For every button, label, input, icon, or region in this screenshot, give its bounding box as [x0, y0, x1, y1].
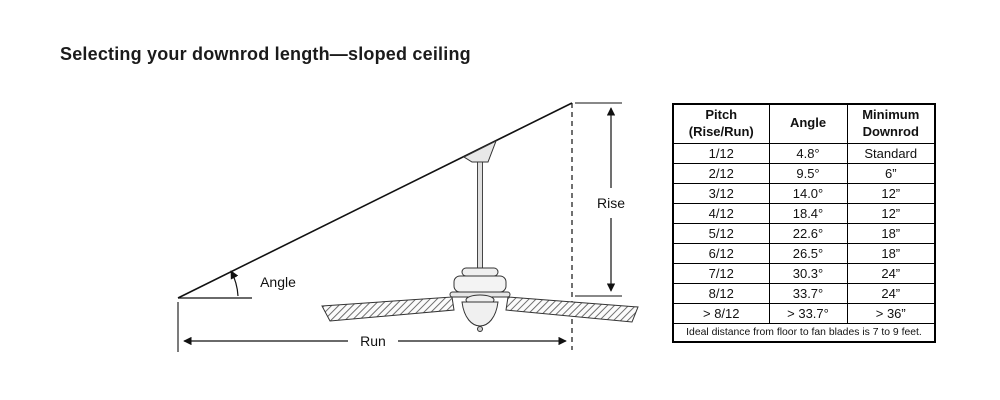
- cell-downrod: 18”: [846, 222, 936, 244]
- cell-pitch: 2/12: [672, 162, 770, 184]
- cell-downrod: 12”: [846, 182, 936, 204]
- cell-angle: 4.8°: [768, 142, 848, 164]
- table-row: 4/12 18.4° 12”: [672, 202, 936, 224]
- cell-pitch: > 8/12: [672, 302, 770, 324]
- ceiling-fan-illustration: [321, 139, 639, 332]
- table-header: Pitch (Rise/Run) Angle Minimum Downrod: [672, 103, 936, 144]
- table-row: 3/12 14.0° 12”: [672, 182, 936, 204]
- cell-angle: 26.5°: [768, 242, 848, 264]
- fan-finial: [477, 326, 483, 332]
- table-row: 1/12 4.8° Standard: [672, 142, 936, 164]
- fan-motor-cap: [461, 267, 499, 277]
- cell-angle: > 33.7°: [768, 302, 848, 324]
- run-label: Run: [360, 333, 386, 349]
- cell-downrod: 6”: [846, 162, 936, 184]
- cell-pitch: 8/12: [672, 282, 770, 304]
- col-header-downrod: Minimum Downrod: [846, 103, 936, 144]
- table-body: 1/12 4.8° Standard 2/12 9.5° 6” 3/12 14.…: [672, 142, 936, 343]
- fan-light-bowl: [461, 301, 499, 327]
- table-row: 7/12 30.3° 24”: [672, 262, 936, 284]
- table-row: 2/12 9.5° 6”: [672, 162, 936, 184]
- cell-angle: 22.6°: [768, 222, 848, 244]
- cell-pitch: 3/12: [672, 182, 770, 204]
- col-header-downrod-line1: Minimum: [862, 107, 920, 122]
- angle-label: Angle: [260, 274, 296, 290]
- cell-pitch: 7/12: [672, 262, 770, 284]
- table-row: 6/12 26.5° 18”: [672, 242, 936, 264]
- sloped-ceiling-diagram: Rise Run Angle: [177, 102, 639, 352]
- cell-downrod: 18”: [846, 242, 936, 264]
- fan-blade-right: [505, 296, 639, 323]
- cell-downrod: 12”: [846, 202, 936, 224]
- fan-canopy: [462, 139, 497, 163]
- table-row: 5/12 22.6° 18”: [672, 222, 936, 244]
- fan-downrod: [477, 161, 483, 269]
- col-header-downrod-line2: Downrod: [862, 123, 919, 139]
- cell-downrod: 24”: [846, 282, 936, 304]
- col-header-pitch-line1: Pitch: [705, 107, 738, 122]
- cell-angle: 18.4°: [768, 202, 848, 224]
- rise-label: Rise: [597, 195, 625, 211]
- cell-angle: 30.3°: [768, 262, 848, 284]
- cell-angle: 33.7°: [768, 282, 848, 304]
- table-footnote-row: Ideal distance from floor to fan blades …: [672, 322, 936, 343]
- page-title: Selecting your downrod length—sloped cei…: [60, 44, 471, 64]
- cell-pitch: 1/12: [672, 142, 770, 164]
- col-header-pitch: Pitch (Rise/Run): [672, 103, 770, 144]
- angle-arc: [230, 270, 239, 297]
- dimension-lines: [177, 102, 622, 352]
- col-header-pitch-line2: (Rise/Run): [688, 123, 754, 139]
- cell-angle: 9.5°: [768, 162, 848, 184]
- table-header-row: Pitch (Rise/Run) Angle Minimum Downrod: [672, 103, 936, 144]
- cell-pitch: 6/12: [672, 242, 770, 264]
- cell-downrod: > 36”: [846, 302, 936, 324]
- table-row: > 8/12 > 33.7° > 36”: [672, 302, 936, 324]
- downrod-spec-table: Pitch (Rise/Run) Angle Minimum Downrod 1…: [672, 103, 936, 343]
- fan-blade-left: [321, 296, 455, 322]
- cell-downrod: Standard: [846, 142, 936, 164]
- cell-pitch: 4/12: [672, 202, 770, 224]
- fan-motor-housing: [453, 275, 507, 293]
- cell-pitch: 5/12: [672, 222, 770, 244]
- cell-angle: 14.0°: [768, 182, 848, 204]
- table-footnote: Ideal distance from floor to fan blades …: [672, 322, 936, 343]
- sloped-ceiling-line: [177, 102, 573, 299]
- col-header-angle: Angle: [768, 103, 848, 144]
- table-row: 8/12 33.7° 24”: [672, 282, 936, 304]
- cell-downrod: 24”: [846, 262, 936, 284]
